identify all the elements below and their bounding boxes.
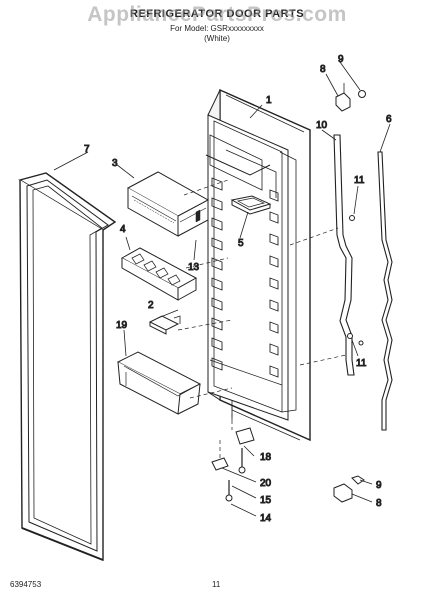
callout-15: 15 xyxy=(260,495,272,506)
model-line: For Model: GSRxxxxxxxxx xyxy=(170,24,264,33)
callout-8b: 8 xyxy=(376,498,382,509)
gasket xyxy=(18,172,117,562)
callout-labels: 1 2 3 4 5 6 7 8 9 10 11 13 14 15 18 19 2… xyxy=(84,54,393,525)
color-line: (White) xyxy=(204,34,230,43)
callout-13: 13 xyxy=(188,262,200,273)
callout-11b: 11 xyxy=(356,358,367,369)
callout-5: 5 xyxy=(238,238,244,249)
callout-3: 3 xyxy=(112,158,118,169)
door-shelf-rails-left xyxy=(211,177,223,371)
leader-lines xyxy=(53,61,391,517)
callout-18: 18 xyxy=(260,452,272,463)
callout-14: 14 xyxy=(260,513,272,524)
callout-19: 19 xyxy=(116,320,128,331)
page-number: 11 xyxy=(212,580,221,589)
callout-20: 20 xyxy=(260,478,272,489)
callout-7: 7 xyxy=(84,144,90,155)
door xyxy=(205,88,311,442)
dairy-compartment xyxy=(126,171,210,237)
door-shelf-rails-right xyxy=(269,189,279,378)
bottom-fasteners xyxy=(211,215,364,502)
doc-number: 6394753 xyxy=(10,580,42,589)
callout-9b: 9 xyxy=(376,480,382,491)
watermark: AppliancePartsPros.com xyxy=(87,3,347,26)
top-hinge-parts xyxy=(335,83,366,112)
callout-4: 4 xyxy=(120,224,126,235)
hinge-bar xyxy=(333,134,355,376)
seal-strip xyxy=(377,151,393,431)
callout-9a: 9 xyxy=(338,54,344,65)
callout-2: 2 xyxy=(148,300,154,311)
clip xyxy=(148,315,181,335)
callout-1: 1 xyxy=(266,95,272,106)
callout-6: 6 xyxy=(386,114,392,125)
diagram-title: REFRIGERATOR DOOR PARTS xyxy=(129,8,305,20)
egg-tray xyxy=(120,247,198,301)
bottom-hinge-parts xyxy=(333,475,365,503)
door-bin xyxy=(230,195,272,215)
callout-10: 10 xyxy=(316,120,328,131)
callout-11a: 11 xyxy=(354,175,365,186)
alignment-lines xyxy=(177,179,347,460)
callout-8a: 8 xyxy=(320,64,326,75)
bottom-door-bin xyxy=(116,351,202,415)
